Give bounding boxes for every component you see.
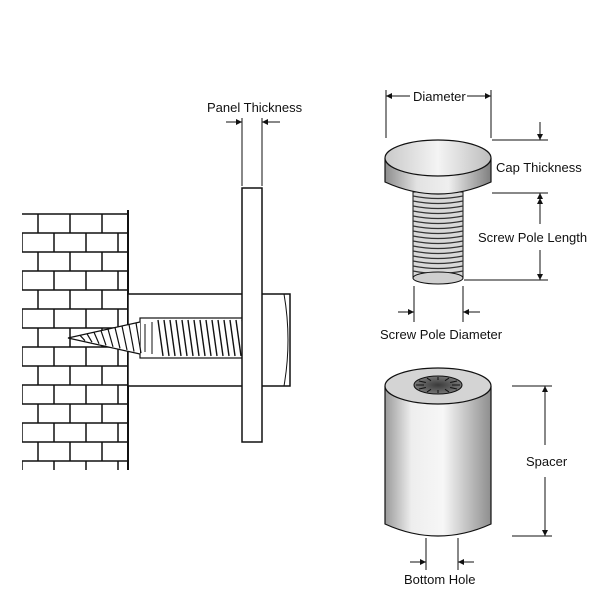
wood-screw (67, 317, 261, 359)
cap-screw (384, 139, 492, 285)
screw-pole-length-label: Screw Pole Length (478, 230, 587, 245)
bottom-hole-dimension: Bottom Hole (404, 538, 476, 587)
screw-pole-diameter-label: Screw Pole Diameter (380, 327, 503, 342)
screw-pole-length-dimension: Screw Pole Length (464, 198, 587, 281)
bottom-hole-label: Bottom Hole (404, 572, 476, 587)
panel (241, 187, 263, 443)
spacer-label: Spacer (526, 454, 568, 469)
diameter-dimension: Diameter (385, 89, 492, 138)
cap-thickness-label: Cap Thickness (496, 160, 582, 175)
panel-thickness-dimension: Panel Thickness (207, 100, 303, 186)
screw-pole-diameter-dimension: Screw Pole Diameter (380, 286, 503, 342)
spacer (384, 367, 492, 537)
cap-thickness-dimension: Cap Thickness (492, 122, 582, 210)
spacer-dimension: Spacer (512, 385, 568, 537)
panel-thickness-label: Panel Thickness (207, 100, 303, 115)
diameter-label: Diameter (413, 89, 466, 104)
